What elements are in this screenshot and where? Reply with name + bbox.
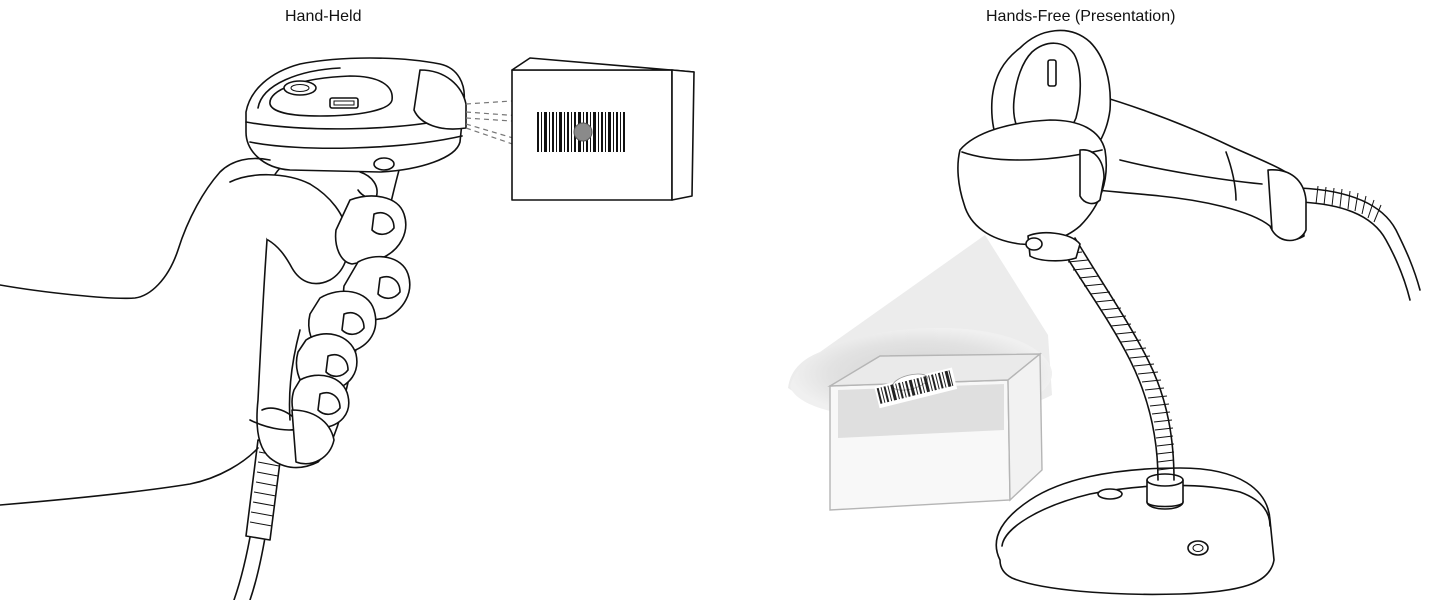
presentation-scanner-icon bbox=[957, 29, 1307, 262]
barcode-box-icon bbox=[827, 352, 1043, 511]
cable-icon bbox=[233, 439, 283, 600]
aiming-dot-icon bbox=[573, 122, 593, 142]
hand-icon bbox=[0, 157, 411, 506]
hands-free-illustration bbox=[788, 29, 1421, 596]
gooseneck-stand-icon bbox=[1054, 237, 1175, 481]
hand-held-caption: Hand-Held bbox=[285, 8, 362, 25]
barcode-box-icon bbox=[511, 57, 695, 201]
cable-icon bbox=[1299, 185, 1421, 301]
hands-free-caption: Hands-Free (Presentation) bbox=[986, 8, 1176, 25]
hand-held-illustration bbox=[0, 57, 695, 600]
stand-base-icon bbox=[995, 467, 1275, 596]
barcode-icon bbox=[874, 367, 958, 409]
